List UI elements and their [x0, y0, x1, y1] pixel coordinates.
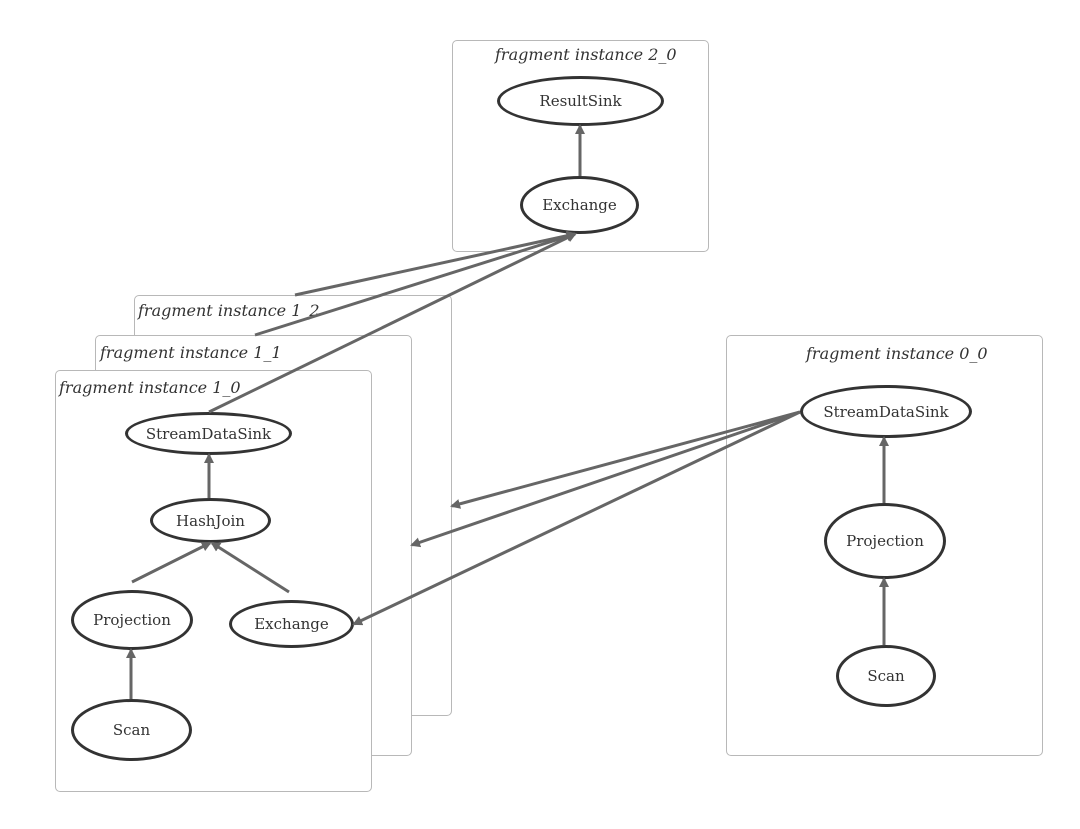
- fragment-title-1-1: fragment instance 1_1: [100, 343, 282, 362]
- node-exchange-1-0: Exchange: [229, 600, 354, 648]
- edge-f1-0-sink-to-exchange-2-0: [208, 232, 577, 414]
- node-scan-1-0: Scan: [71, 699, 192, 761]
- node-exchange-2-0: Exchange: [520, 176, 639, 234]
- edge-f0-sink-to-f1-2: [450, 410, 801, 509]
- node-hashjoin: HashJoin: [150, 498, 271, 543]
- fragment-title-0-0: fragment instance 0_0: [806, 344, 988, 363]
- node-scan-0-0: Scan: [836, 645, 936, 707]
- fragment-title-2-0: fragment instance 2_0: [495, 45, 677, 64]
- edge-f1-2-to-exchange-2-0: [294, 230, 577, 297]
- edge-f1-1-to-exchange-2-0: [254, 231, 577, 337]
- edge-exchange-to-hashjoin: [210, 541, 290, 594]
- edge-f0-sink-to-f1-1: [410, 410, 801, 548]
- node-projection-1-0: Projection: [71, 590, 193, 650]
- fragment-title-1-2: fragment instance 1_2: [138, 301, 320, 320]
- fragment-title-1-0: fragment instance 1_0: [59, 378, 241, 397]
- edge-f0-sink-to-f1-0-exchange: [352, 410, 801, 626]
- node-streamdatasink-0-0: StreamDataSink: [800, 385, 972, 438]
- edge-projection-to-hashjoin: [131, 541, 212, 584]
- node-resultsink: ResultSink: [497, 76, 664, 126]
